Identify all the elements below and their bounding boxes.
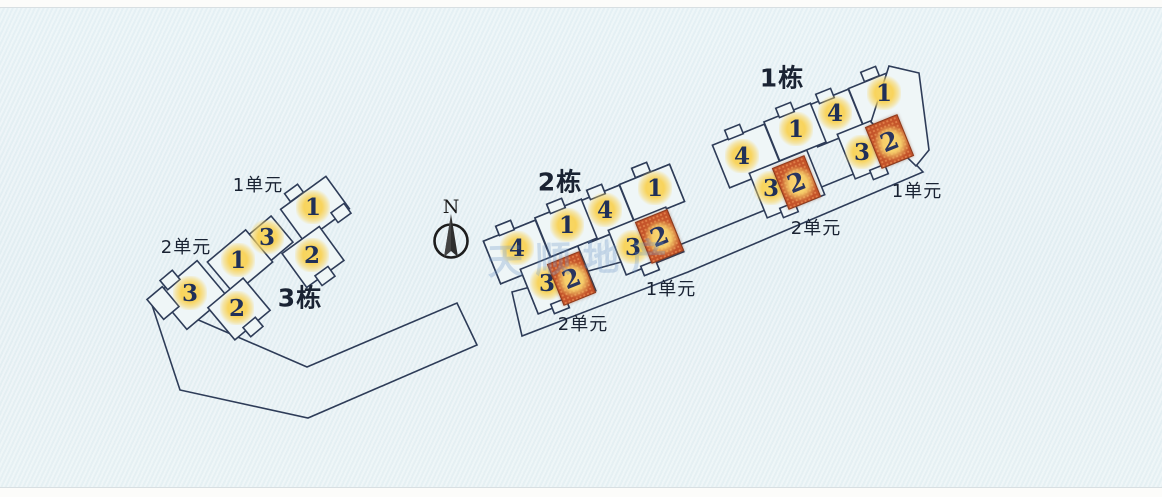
room-marker[interactable]: 1 [779, 112, 813, 146]
building-name-label: 3栋 [277, 283, 323, 313]
unit-name-label: 1单元 [232, 175, 284, 196]
room-marker[interactable]: 4 [500, 231, 534, 265]
scan-edge-bottom [0, 487, 1162, 497]
room-marker[interactable]: 4 [818, 96, 852, 130]
room-marker[interactable]: 3 [754, 171, 788, 205]
room-marker[interactable]: 2 [295, 238, 329, 272]
building-name-label: 2栋 [537, 167, 583, 197]
room-marker[interactable]: 3 [173, 276, 207, 310]
compass-north-label: N [442, 196, 460, 218]
building-name-label: 1栋 [759, 63, 805, 93]
unit-name-label: 1单元 [645, 279, 697, 300]
room-marker[interactable]: 1 [550, 208, 584, 242]
unit-name-label: 1单元 [891, 181, 943, 202]
room-marker[interactable]: 1 [867, 76, 901, 110]
room-marker[interactable]: 1 [296, 190, 330, 224]
room-marker[interactable]: 3 [250, 220, 284, 254]
room-marker[interactable]: 2 [220, 291, 254, 325]
room-marker[interactable]: 4 [588, 193, 622, 227]
compass-icon [433, 214, 469, 259]
unit-name-label: 2单元 [790, 218, 842, 239]
unit-name-label: 2单元 [557, 314, 609, 335]
unit-name-label: 2单元 [160, 237, 212, 258]
room-marker[interactable]: 1 [221, 243, 255, 277]
room-marker[interactable]: 4 [725, 139, 759, 173]
scan-edge-top [0, 0, 1162, 8]
boundary-band-west [148, 297, 479, 419]
room-marker[interactable]: 3 [845, 135, 879, 169]
room-marker[interactable]: 1 [638, 171, 672, 205]
